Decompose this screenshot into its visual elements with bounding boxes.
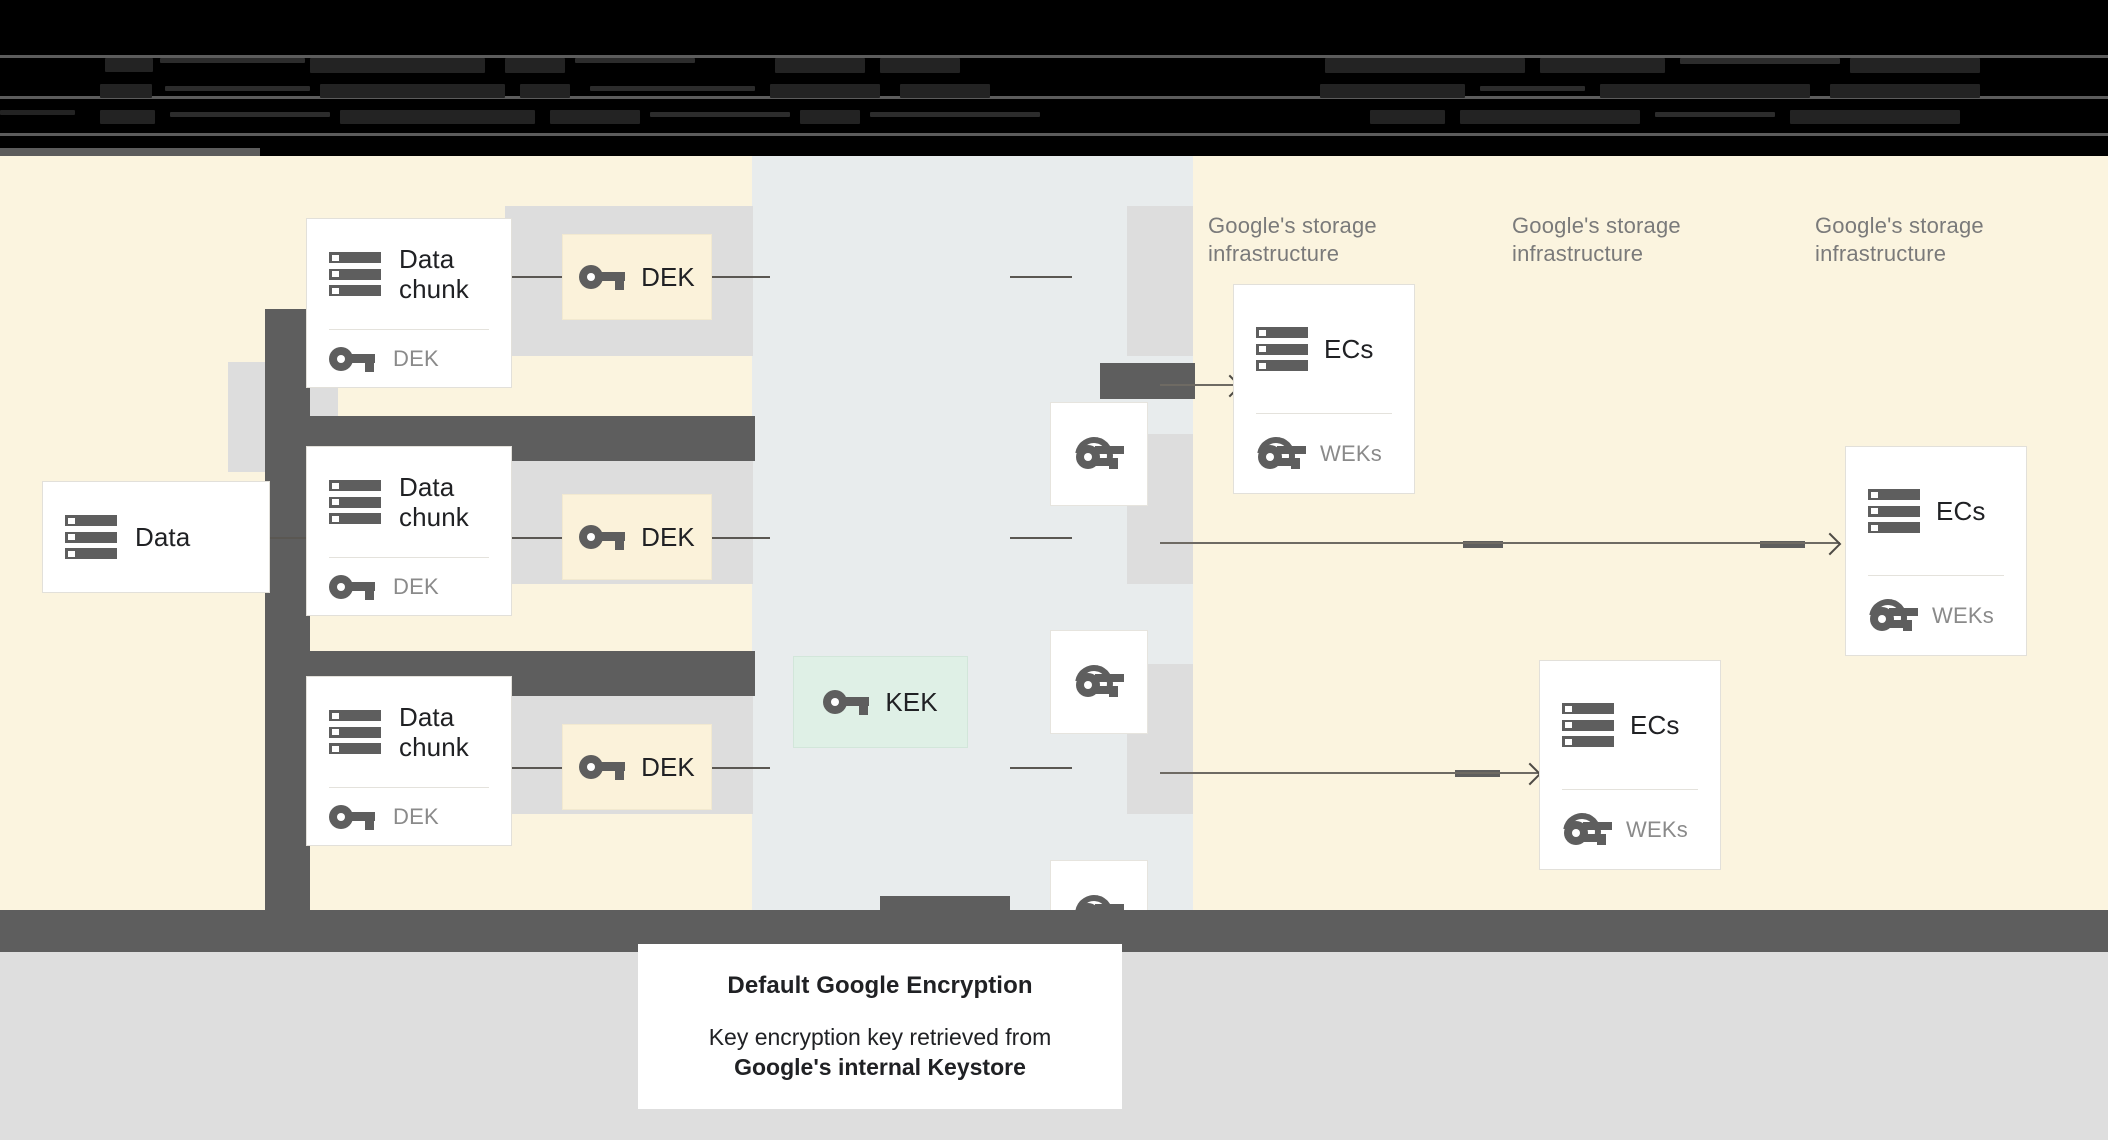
server-icon xyxy=(1256,327,1308,371)
wrapped-key-box-1[interactable] xyxy=(1050,402,1148,506)
plate-wek-1 xyxy=(1127,206,1193,356)
chunk-1-key-label: DEK xyxy=(393,346,439,371)
infra-label-1: Google's storage infrastructure xyxy=(1208,213,1377,266)
arrow-line-to-ec-3 xyxy=(1160,772,1540,774)
key-icon xyxy=(579,263,626,291)
caption-subtitle: Key encryption key retrieved from Google… xyxy=(709,1022,1052,1082)
server-icon xyxy=(329,710,381,754)
connector-chunk2-to-dek2 xyxy=(505,537,577,539)
kek-box[interactable]: KEK xyxy=(793,656,968,748)
connector-kek-to-wek2 xyxy=(1010,537,1072,539)
server-icon xyxy=(1868,489,1920,533)
connector-chunk3-to-dek3 xyxy=(505,767,577,769)
redaction-bar-vertical xyxy=(265,309,310,924)
chunk-1-key-row: DEK xyxy=(307,330,511,388)
data-source-label: Data xyxy=(135,522,191,552)
data-source-row: Data xyxy=(43,515,212,559)
connector-dek1-out xyxy=(710,276,770,278)
chunk-3-title: Data chunk xyxy=(399,702,469,762)
chunk-2-key-row: DEK xyxy=(307,558,511,616)
connector-source-to-chunks xyxy=(228,537,338,539)
dek-box-1-label: DEK xyxy=(641,262,695,292)
connector-chunk1-to-dek1 xyxy=(505,276,577,278)
ec-1-title: ECs xyxy=(1324,334,1374,364)
caption-line-1: Key encryption key retrieved from xyxy=(708,1023,1052,1050)
data-chunk-card-2[interactable]: Data chunk DEK xyxy=(306,446,512,616)
server-icon xyxy=(329,480,381,524)
connector-dek2-out xyxy=(710,537,770,539)
divider xyxy=(329,787,489,788)
ec-3-title: ECs xyxy=(1630,710,1680,740)
key-icon xyxy=(579,753,626,781)
ec-3-header: ECs xyxy=(1540,661,1720,789)
double-key-icon xyxy=(1555,805,1612,859)
redaction-bar-wek-1 xyxy=(1100,363,1195,399)
data-source-card[interactable]: Data xyxy=(42,481,270,593)
caption-line-2: Google's internal Keystore xyxy=(734,1053,1026,1080)
ec-card-2[interactable]: ECs WEKs xyxy=(1845,446,2027,656)
ec-1-key-label: WEKs xyxy=(1320,441,1382,466)
double-key-icon xyxy=(1861,591,1918,645)
server-icon xyxy=(329,252,381,296)
dek-box-1[interactable]: DEK xyxy=(562,234,712,320)
double-key-icon xyxy=(1067,657,1124,711)
infra-label-3: Google's storage infrastructure xyxy=(1815,213,1984,266)
chunk-3-key-label: DEK xyxy=(393,804,439,829)
ec-card-1[interactable]: ECs WEKs xyxy=(1233,284,1415,494)
key-icon xyxy=(579,523,626,551)
double-key-icon xyxy=(1067,429,1124,483)
diagram-canvas: Data Data chunk DEK Data chunk DEK xyxy=(0,156,2108,964)
ec-2-key-label: WEKs xyxy=(1932,603,1994,628)
redaction-seg-mid-1 xyxy=(1463,541,1503,548)
divider xyxy=(1256,413,1392,414)
chunk-3-key-row: DEK xyxy=(307,788,511,846)
redaction-seg-mid-2 xyxy=(1760,541,1805,548)
keystore-column xyxy=(752,156,1193,910)
caption-card: Default Google Encryption Key encryption… xyxy=(638,944,1122,1109)
chunk-1-title: Data chunk xyxy=(399,244,469,304)
connector-dek3-out xyxy=(710,767,770,769)
connector-to-wek1 xyxy=(1010,276,1072,278)
ec-3-key-label: WEKs xyxy=(1626,817,1688,842)
redacted-header-band xyxy=(0,0,2108,156)
connector-to-wek3 xyxy=(1010,767,1072,769)
dek-box-3-label: DEK xyxy=(641,752,695,782)
ec-2-key-row: WEKs xyxy=(1846,576,2026,656)
data-chunk-card-1[interactable]: Data chunk DEK xyxy=(306,218,512,388)
chunk-2-header: Data chunk xyxy=(307,447,511,557)
divider xyxy=(329,329,489,330)
chunk-3-header: Data chunk xyxy=(307,677,511,787)
ec-1-header: ECs xyxy=(1234,285,1414,413)
ec-card-3[interactable]: ECs WEKs xyxy=(1539,660,1721,870)
arrow-line-to-ec-1 xyxy=(1160,384,1240,386)
data-chunk-card-3[interactable]: Data chunk DEK xyxy=(306,676,512,846)
kek-box-label: KEK xyxy=(885,687,938,717)
ec-2-title: ECs xyxy=(1936,496,1986,526)
divider xyxy=(1562,789,1698,790)
ec-1-key-row: WEKs xyxy=(1234,414,1414,494)
dek-box-2[interactable]: DEK xyxy=(562,494,712,580)
arrow-line-to-ec-2 xyxy=(1160,542,1840,544)
divider xyxy=(329,557,489,558)
server-icon xyxy=(65,515,117,559)
dek-box-3[interactable]: DEK xyxy=(562,724,712,810)
server-icon xyxy=(1562,703,1614,747)
chunk-2-key-label: DEK xyxy=(393,574,439,599)
redaction-bar-bottom xyxy=(880,896,1010,912)
caption-title: Default Google Encryption xyxy=(727,971,1033,999)
chunk-2-title: Data chunk xyxy=(399,472,469,532)
dek-box-2-label: DEK xyxy=(641,522,695,552)
wrapped-key-box-2[interactable] xyxy=(1050,630,1148,734)
key-icon xyxy=(329,573,375,601)
infra-label-2: Google's storage infrastructure xyxy=(1512,213,1681,266)
ec-2-header: ECs xyxy=(1846,447,2026,575)
divider xyxy=(1868,575,2004,576)
key-icon xyxy=(329,803,375,831)
key-icon xyxy=(823,688,870,716)
chunk-1-header: Data chunk xyxy=(307,219,511,329)
key-icon xyxy=(329,345,375,373)
ec-3-key-row: WEKs xyxy=(1540,790,1720,870)
double-key-icon xyxy=(1249,429,1306,483)
